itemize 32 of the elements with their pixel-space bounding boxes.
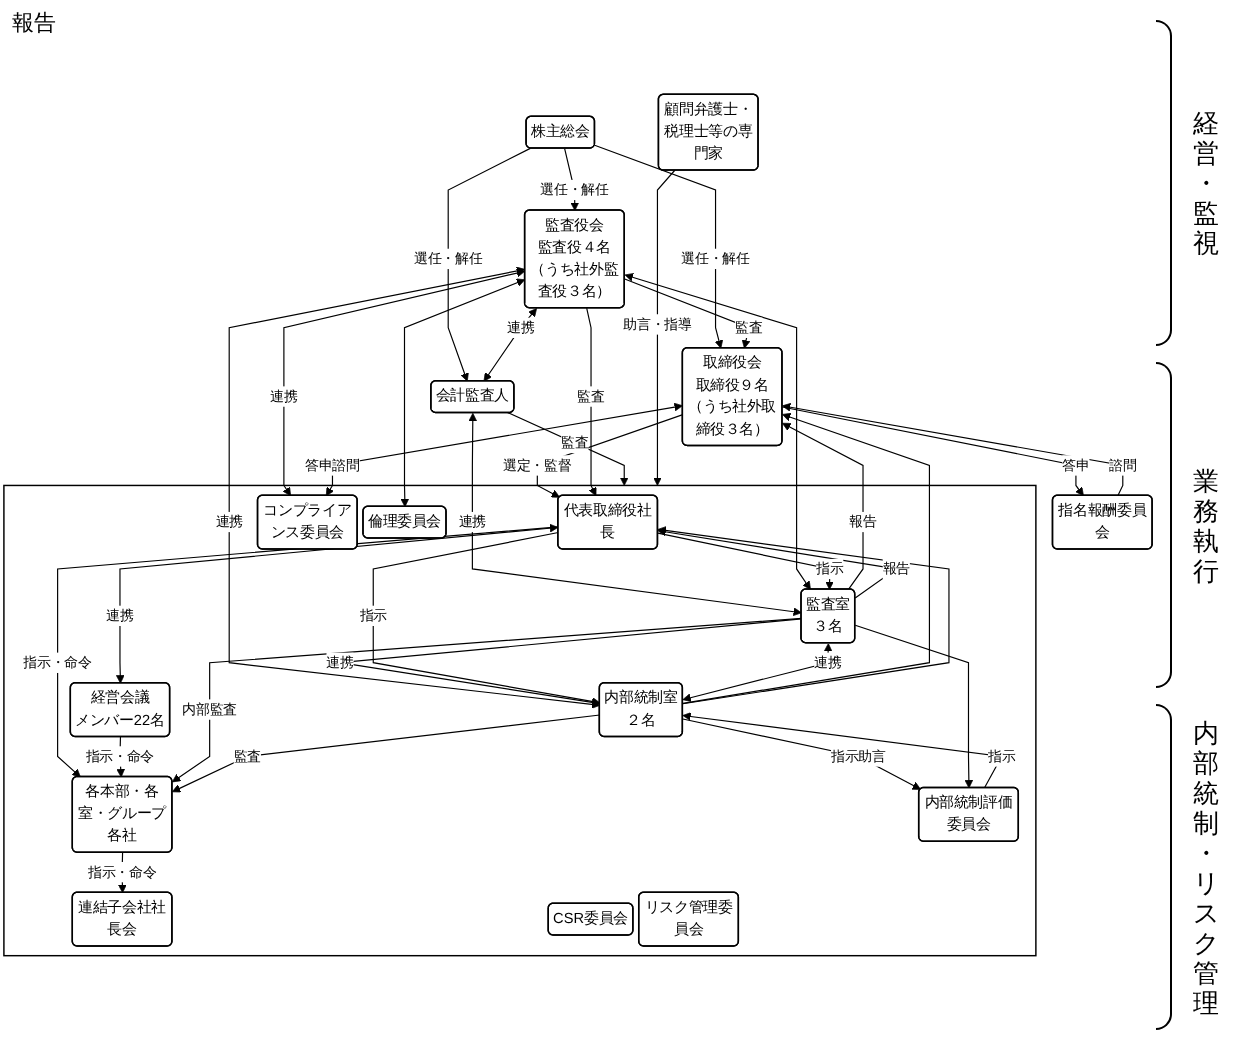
arrow bbox=[282, 268, 526, 497]
cluster bbox=[3, 484, 1037, 957]
arrow bbox=[594, 144, 724, 349]
arrow bbox=[468, 412, 802, 616]
arrow bbox=[682, 718, 921, 790]
arrow bbox=[325, 402, 683, 497]
arrow bbox=[657, 526, 950, 705]
arrow bbox=[536, 414, 684, 498]
arrow bbox=[586, 307, 597, 497]
note-label: 報告 bbox=[8, 8, 60, 38]
arrow bbox=[653, 169, 676, 486]
arrow bbox=[657, 532, 834, 590]
arrow bbox=[682, 643, 833, 702]
arrow bbox=[782, 402, 1124, 497]
arrow bbox=[682, 412, 930, 704]
arrow bbox=[506, 411, 629, 486]
section-label: 内部統制・リスク管理 bbox=[1192, 717, 1220, 1017]
arrow bbox=[483, 308, 537, 382]
arrow bbox=[781, 406, 1084, 497]
arrow bbox=[782, 422, 864, 591]
section-label: 業務執行 bbox=[1192, 465, 1220, 585]
arrow bbox=[447, 147, 531, 382]
arrow bbox=[372, 531, 601, 706]
arrow bbox=[116, 523, 559, 684]
arrow bbox=[624, 273, 811, 590]
arrow bbox=[228, 266, 601, 709]
arrow bbox=[172, 714, 601, 793]
arrow bbox=[854, 624, 974, 789]
arrow bbox=[624, 278, 751, 349]
arrow bbox=[400, 278, 526, 508]
section-label: 経営・監視 bbox=[1192, 108, 1220, 258]
arrow bbox=[172, 617, 803, 783]
